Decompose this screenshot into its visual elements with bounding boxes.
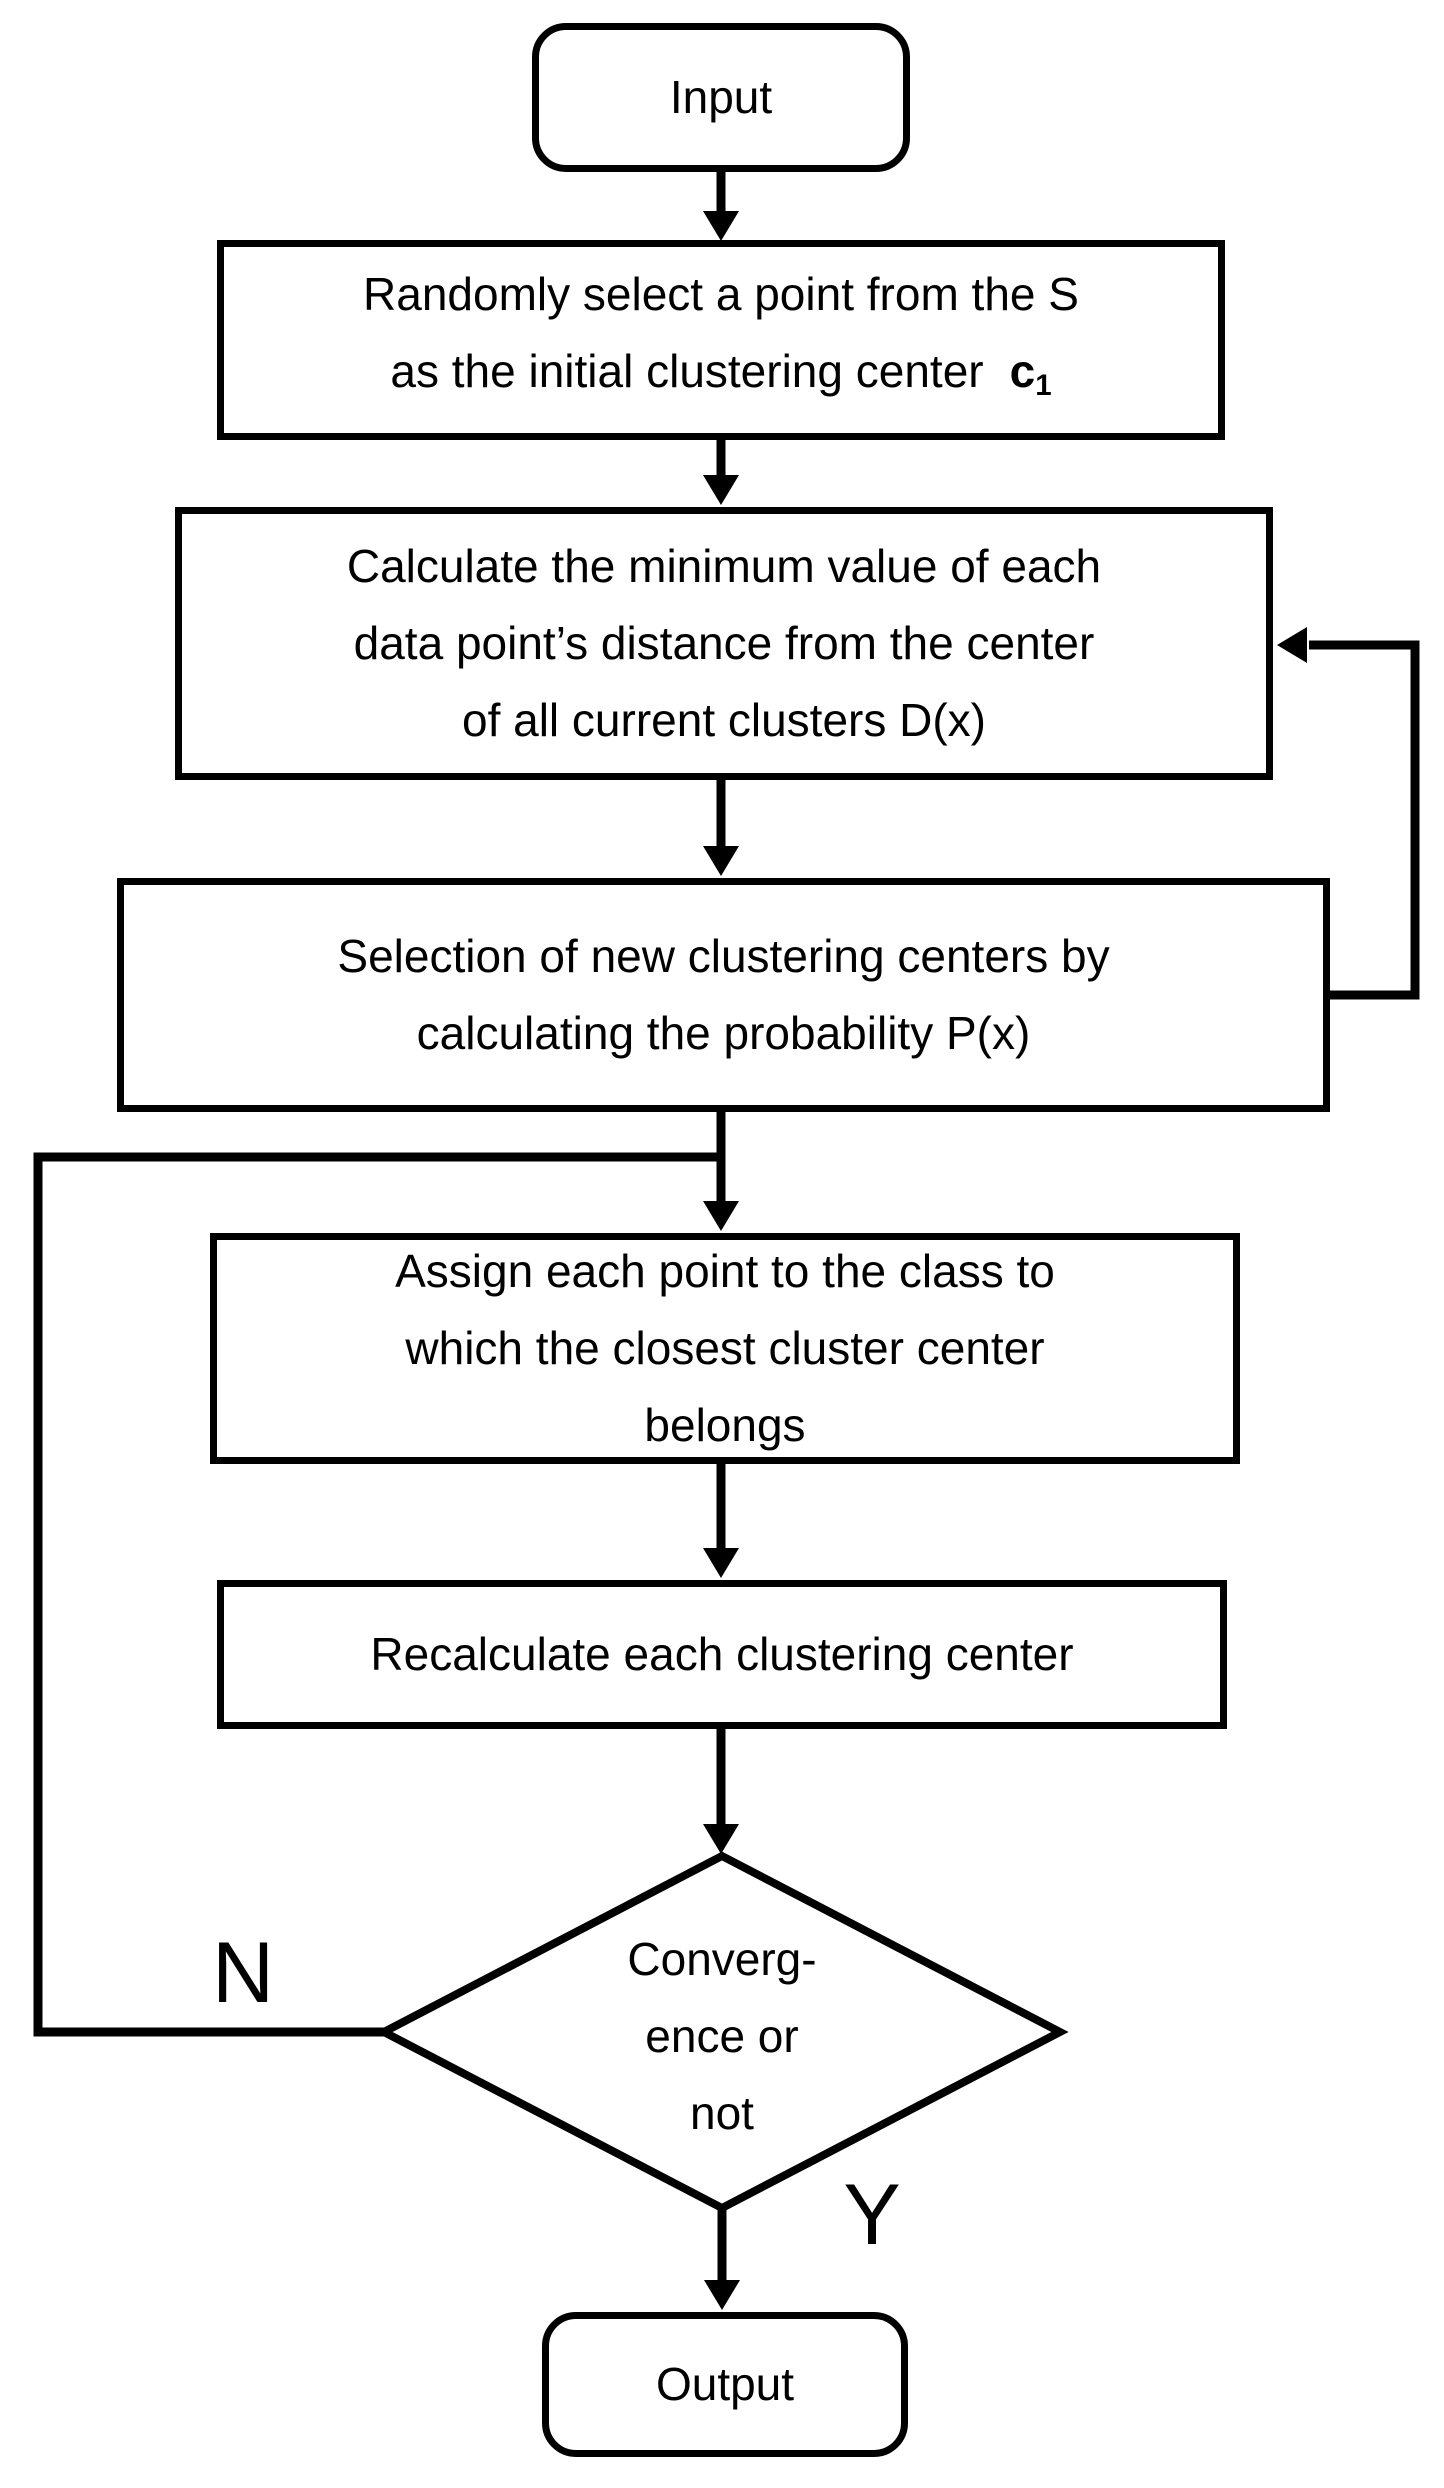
- edge-feedback-loop: [1309, 640, 1420, 1000]
- assign-line2: which the closest cluster center: [405, 1322, 1045, 1374]
- node-input-label: Input: [669, 71, 773, 123]
- edge-n-loop: [33, 1152, 721, 2037]
- node-input: Input: [532, 23, 910, 172]
- recalc-label: Recalculate each clustering center: [370, 1628, 1074, 1680]
- assign-line1: Assign each point to the class to: [395, 1245, 1055, 1297]
- branch-label-no: N: [211, 1925, 275, 2021]
- select-initial-line2-text: as the initial clustering center: [390, 344, 984, 397]
- calc-line1: Calculate the minimum value of each: [346, 540, 1102, 592]
- decision-line2: ence or: [645, 2010, 799, 2062]
- decision-line3: not: [690, 2087, 754, 2139]
- node-recalculate-centers: Recalculate each clustering center: [217, 1580, 1227, 1729]
- arrowhead-into-decision: [703, 1824, 739, 1854]
- assign-line3: belongs: [644, 1399, 806, 1451]
- node-calc-min-distance: Calculate the minimum value of each data…: [175, 507, 1273, 780]
- initial-center-variable-subscript: 1: [1035, 369, 1052, 403]
- calc-line2: data point’s distance from the center: [353, 617, 1095, 669]
- arrowhead-into-output: [704, 2280, 740, 2310]
- arrowhead-feedback-into-calc: [1277, 627, 1307, 663]
- decision-diamond: [375, 1851, 1069, 2213]
- arrowhead-into-selectnew: [703, 846, 739, 876]
- node-assign-points: Assign each point to the class to which …: [210, 1233, 1240, 1464]
- arrowhead-into-calc: [703, 475, 739, 505]
- decision-convergence-label: Converg- ence or not: [522, 1921, 922, 2152]
- calc-line3: of all current clusters D(x): [461, 694, 986, 746]
- arrowhead-into-recalc: [703, 1548, 739, 1578]
- node-output-label: Output: [655, 2358, 795, 2410]
- selectnew-line1: Selection of new clustering centers by: [337, 930, 1110, 982]
- decision-line1: Converg-: [627, 1933, 817, 1985]
- arrowhead-into-assign: [703, 1201, 739, 1231]
- initial-center-variable: c: [1009, 344, 1036, 397]
- select-initial-line1: Randomly select a point from the S: [363, 267, 1079, 320]
- node-select-initial-center: Randomly select a point from the S as th…: [217, 240, 1225, 440]
- arrowhead-into-select-initial: [703, 211, 739, 241]
- select-initial-line2: as the initial clustering center c1: [390, 333, 1051, 424]
- selectnew-line2: calculating the probability P(x): [416, 1007, 1031, 1059]
- branch-label-yes: Y: [843, 2167, 901, 2263]
- node-select-new-centers: Selection of new clustering centers by c…: [117, 878, 1330, 1112]
- node-output: Output: [542, 2312, 908, 2457]
